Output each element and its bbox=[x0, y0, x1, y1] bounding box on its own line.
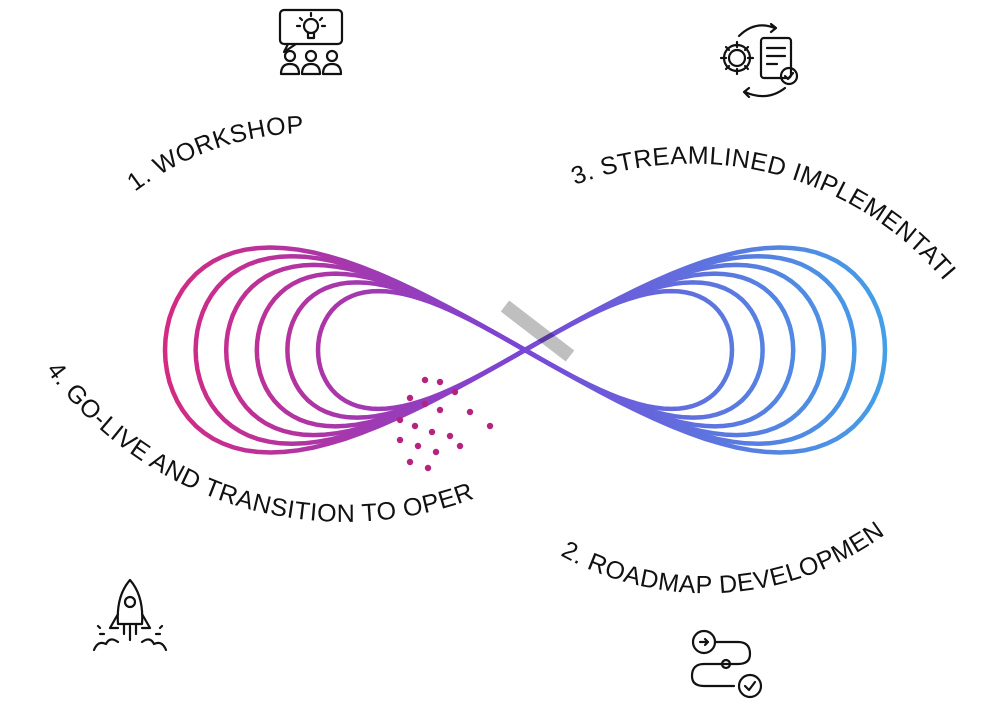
trail-dot bbox=[396, 416, 404, 424]
step-3-label-text: 3. STREAMLINED IMPLEMENTATION bbox=[0, 0, 961, 285]
rocket-launch-icon bbox=[92, 578, 168, 652]
trail-dot bbox=[436, 406, 444, 414]
trail-dot bbox=[406, 394, 414, 402]
trail-dot bbox=[414, 442, 422, 450]
roadmap-path-icon bbox=[690, 629, 763, 699]
trail-dot bbox=[486, 422, 494, 430]
step-1-label: 1. WORKSHOP bbox=[122, 111, 304, 197]
step-1-label-text: 1. WORKSHOP bbox=[122, 111, 304, 197]
trail-dot bbox=[436, 378, 444, 386]
trail-dot bbox=[428, 428, 436, 436]
step-3-label: 3. STREAMLINED IMPLEMENTATION bbox=[0, 0, 961, 285]
trail-dot bbox=[406, 458, 414, 466]
crossing-shadow bbox=[500, 300, 575, 362]
trail-dot bbox=[411, 422, 419, 430]
trail-dot bbox=[451, 388, 459, 396]
gear-checklist-icon bbox=[719, 22, 799, 99]
trail-dot bbox=[421, 400, 429, 408]
trail-dot bbox=[432, 448, 440, 456]
trail-dot bbox=[466, 408, 474, 416]
trail-dot bbox=[421, 376, 429, 384]
trail-dot bbox=[396, 436, 404, 444]
trail-dot bbox=[446, 432, 454, 440]
loop-line bbox=[315, 288, 735, 412]
workshop-idea-icon bbox=[278, 8, 344, 76]
infinity-loop-lines bbox=[162, 245, 888, 455]
dot-trail bbox=[396, 376, 494, 472]
trail-dot bbox=[424, 464, 432, 472]
trail-dot bbox=[456, 442, 464, 450]
